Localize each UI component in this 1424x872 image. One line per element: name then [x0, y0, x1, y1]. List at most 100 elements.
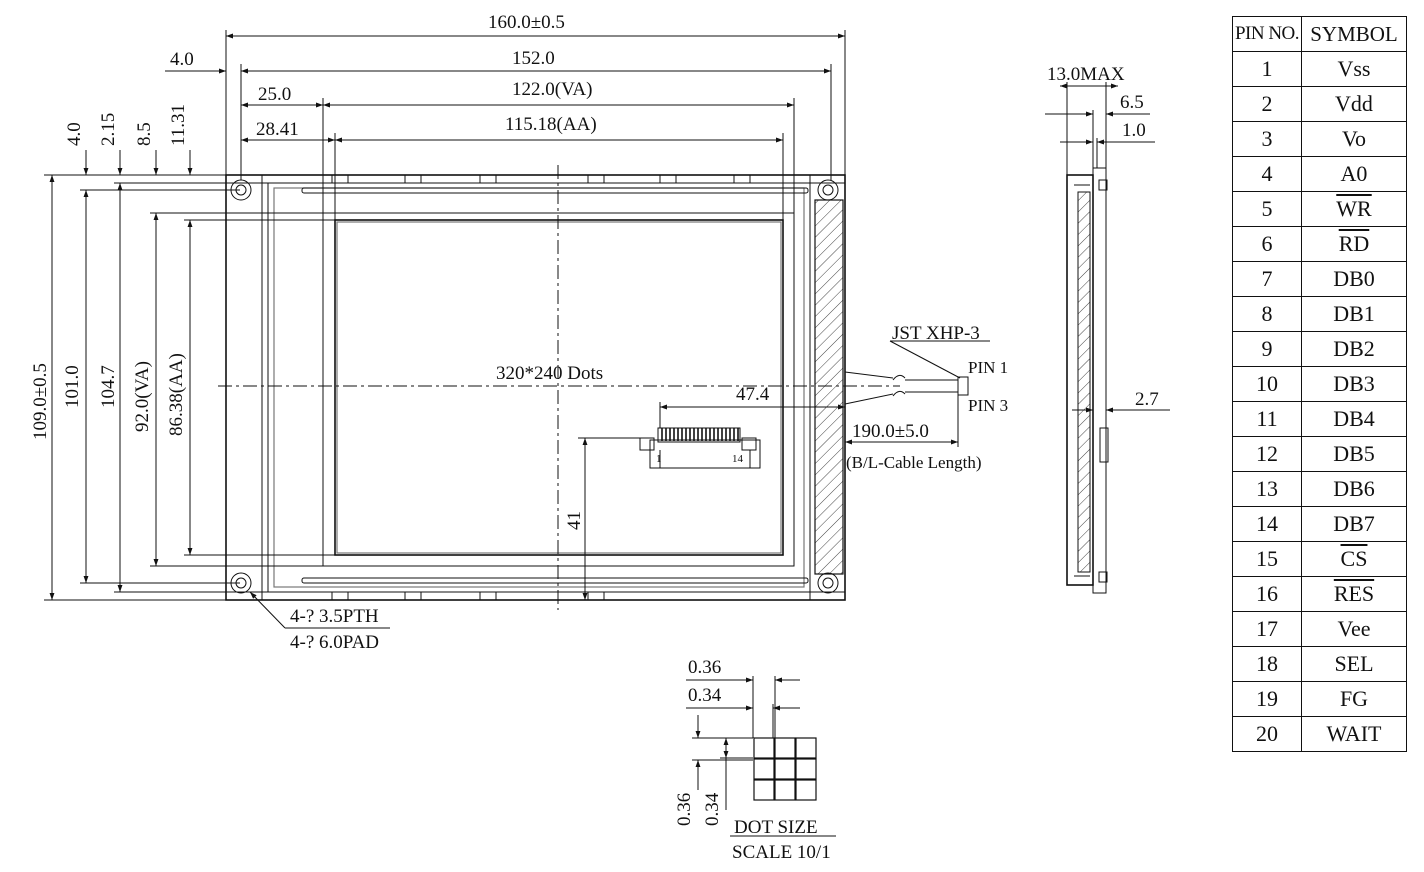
dot-size-title: DOT SIZE [734, 817, 818, 838]
pin-symbol-text: WR [1336, 196, 1372, 221]
pin-symbol: WR [1301, 191, 1407, 227]
dot-cell [774, 779, 796, 801]
dim-offset-aa: 28.41 [256, 119, 299, 140]
pin-symbol-text: Vee [1337, 616, 1371, 641]
pin-number: 19 [1232, 681, 1302, 717]
pin-number: 10 [1232, 366, 1302, 402]
dim-pcb-height: 101.0 [62, 365, 83, 408]
pin-symbol: FG [1301, 681, 1407, 717]
pin-symbol: DB5 [1301, 436, 1407, 472]
side-dim-b: 1.0 [1122, 120, 1146, 141]
bl-pin-first: PIN 1 [968, 358, 1008, 377]
pin-symbol: DB4 [1301, 401, 1407, 437]
pin-symbol-text: RES [1333, 581, 1375, 606]
mounting-hole-top-right [817, 179, 839, 201]
side-max-thickness: 13.0MAX [1047, 64, 1125, 85]
dot-cell [753, 758, 775, 780]
bl-pin-last: PIN 3 [968, 396, 1008, 415]
pin-number: 16 [1232, 576, 1302, 612]
bl-connector-label: JST XHP-3 [892, 323, 980, 344]
dim-v-offset-3: 8.5 [134, 122, 155, 146]
pin-symbol-text: SEL [1334, 651, 1374, 676]
dot-cell [795, 737, 817, 759]
dot-cell [774, 758, 796, 780]
pin-symbol: CS [1301, 541, 1407, 577]
pin-symbol-text: DB1 [1333, 301, 1375, 326]
pin-symbol: WAIT [1301, 716, 1407, 752]
pin-number: 8 [1232, 296, 1302, 332]
horizontal-dimensions [165, 30, 846, 220]
dot-size-v: 0.34 [702, 792, 723, 826]
pin-symbol: DB6 [1301, 471, 1407, 507]
pin-number: 5 [1232, 191, 1302, 227]
connector-pin-last: 14 [732, 453, 744, 465]
bl-cable-length: 190.0±5.0 [852, 421, 929, 442]
dim-aa-height: 86.38(AA) [166, 353, 187, 436]
dim-height-2: 104.7 [98, 365, 119, 408]
backlight-cable [844, 340, 990, 405]
dim-connector-height: 41 [564, 511, 585, 530]
pin-symbol-text: RD [1338, 231, 1370, 256]
side-view [1045, 82, 1170, 594]
pin-number: 2 [1232, 86, 1302, 122]
pin-symbol: Vdd [1301, 86, 1407, 122]
pin-row: 18 SEL [1232, 646, 1407, 682]
dim-offset-hole: 4.0 [170, 49, 194, 70]
pin-symbol-text: DB5 [1333, 441, 1375, 466]
pin-symbol: DB1 [1301, 296, 1407, 332]
pin-table-header: PIN NO. SYMBOL [1232, 16, 1407, 52]
front-view: 1 14 320*240 Dots JST XHP-3 PIN 1 PIN 3 … [218, 165, 1008, 610]
pin-no-header: PIN NO. [1232, 16, 1302, 52]
top-tabs [331, 174, 751, 184]
pin-symbol: DB7 [1301, 506, 1407, 542]
pin-symbol-text: CS [1340, 546, 1368, 571]
pin-number: 3 [1232, 121, 1302, 157]
dot-cell [753, 779, 775, 801]
dim-v-offset-1: 4.0 [64, 122, 85, 146]
active-area [334, 219, 784, 556]
pin-symbol-text: DB6 [1333, 476, 1375, 501]
pin-symbol: Vo [1301, 121, 1407, 157]
pin-number: 1 [1232, 51, 1302, 87]
dot-pitch-h: 0.36 [688, 657, 721, 678]
side-dim-a: 6.5 [1120, 92, 1144, 113]
hole-note-leader [249, 591, 390, 629]
dim-va-width: 122.0(VA) [512, 79, 592, 100]
pin-symbol-text: Vo [1341, 126, 1367, 151]
dim-offset-va: 25.0 [258, 84, 291, 105]
bl-cable-note: (B/L-Cable Length) [846, 453, 982, 472]
pin-number: 12 [1232, 436, 1302, 472]
pin-symbol-text: A0 [1340, 161, 1368, 186]
pin-row: 12 DB5 [1232, 436, 1407, 472]
module-outline [225, 174, 846, 601]
dot-size-h: 0.34 [688, 685, 722, 706]
pin-number: 18 [1232, 646, 1302, 682]
pin-number: 9 [1232, 331, 1302, 367]
pin-row: 5 WR [1232, 191, 1407, 227]
symbol-header: SYMBOL [1301, 16, 1407, 52]
dim-aa-width: 115.18(AA) [505, 114, 597, 135]
resolution-label: 320*240 Dots [496, 363, 603, 384]
vertical-dimensions [44, 150, 335, 601]
fpc-connector [639, 427, 761, 469]
pin-symbol: Vee [1301, 611, 1407, 647]
dot-grid [753, 737, 817, 801]
pin-row: 10 DB3 [1232, 366, 1407, 402]
connector-dimensions [578, 402, 845, 600]
dot-pitch-v: 0.36 [674, 793, 695, 826]
pin-symbol-text: DB3 [1333, 371, 1375, 396]
pin-number: 14 [1232, 506, 1302, 542]
pin-row: 3 Vo [1232, 121, 1407, 157]
hole-note-pth: 4-? 3.5PTH [290, 606, 379, 627]
connector-pin-first: 1 [656, 453, 662, 465]
